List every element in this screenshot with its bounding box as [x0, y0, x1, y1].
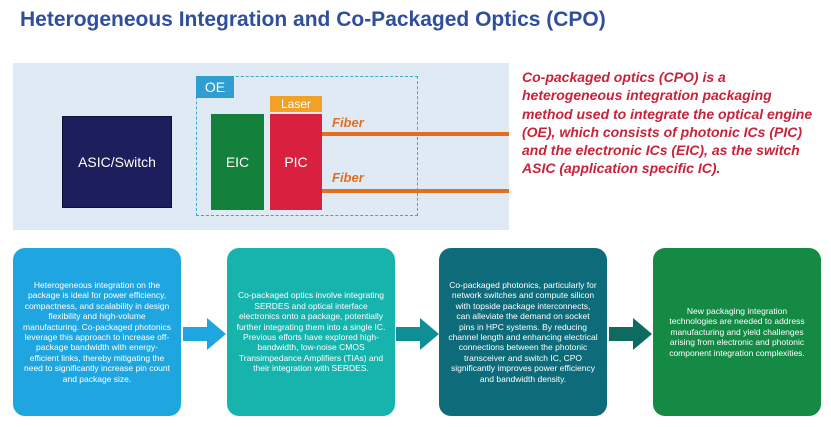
fiber-label-bottom: Fiber — [332, 170, 364, 185]
step-text-3: Co-packaged photonics, particularly for … — [448, 279, 598, 384]
step-box-1: Heterogeneous integration on the package… — [13, 248, 181, 416]
step-box-3: Co-packaged photonics, particularly for … — [439, 248, 607, 416]
eic-block: EIC — [211, 114, 264, 210]
step-text-4: New packaging integration technologies a… — [669, 305, 805, 358]
arrow-right-icon — [183, 318, 226, 350]
arrow-right-icon — [396, 318, 439, 350]
step-text-1: Heterogeneous integration on the package… — [23, 279, 171, 384]
step-box-2: Co-packaged optics involve integrating S… — [227, 248, 395, 416]
step-box-4: New packaging integration technologies a… — [653, 248, 821, 416]
pic-block: PIC — [270, 114, 322, 210]
fiber-label-top: Fiber — [332, 115, 364, 130]
step-text-2: Co-packaged optics involve integrating S… — [236, 290, 386, 374]
optical-engine-boundary — [196, 76, 418, 216]
page-title: Heterogeneous Integration and Co-Package… — [20, 8, 606, 31]
arrow-right-icon — [609, 318, 652, 350]
asic-switch-block: ASIC/Switch — [62, 116, 172, 208]
cpo-description: Co-packaged optics (CPO) is a heterogene… — [522, 69, 813, 177]
oe-label: OE — [196, 76, 234, 98]
fiber-line-top — [322, 132, 509, 136]
laser-block: Laser — [270, 96, 322, 112]
fiber-line-bottom — [322, 189, 509, 193]
